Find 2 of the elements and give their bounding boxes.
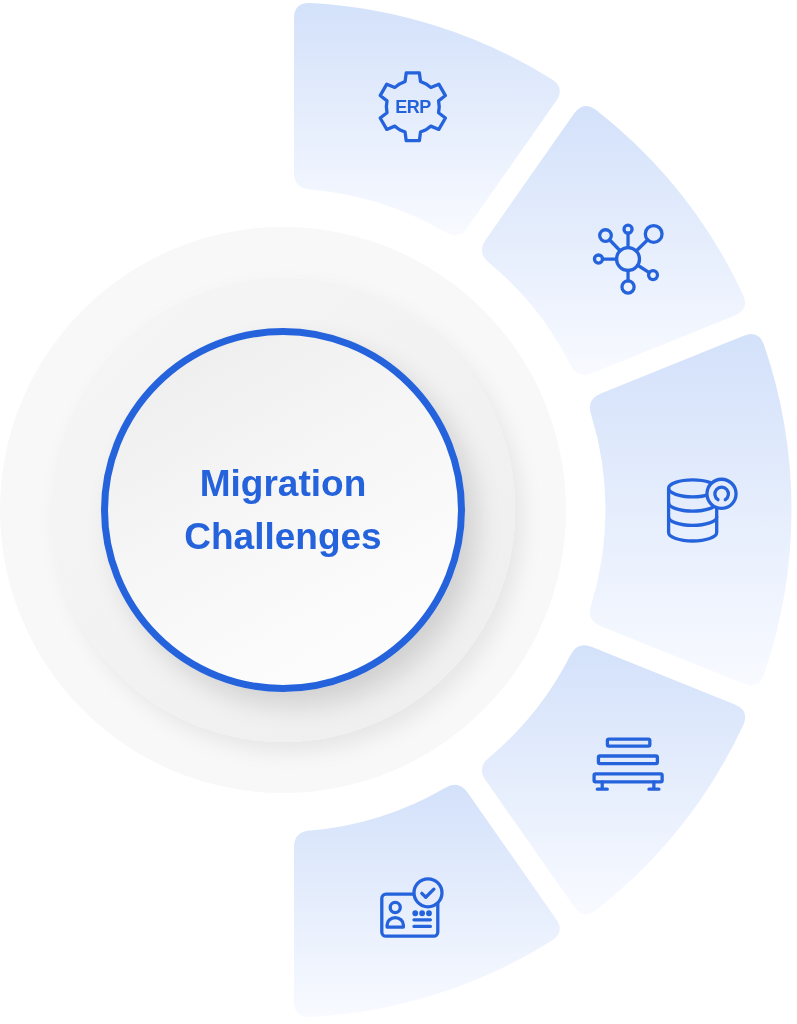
- center-label: Migration Challenges: [183, 462, 383, 559]
- gear-label: ERP: [395, 97, 431, 117]
